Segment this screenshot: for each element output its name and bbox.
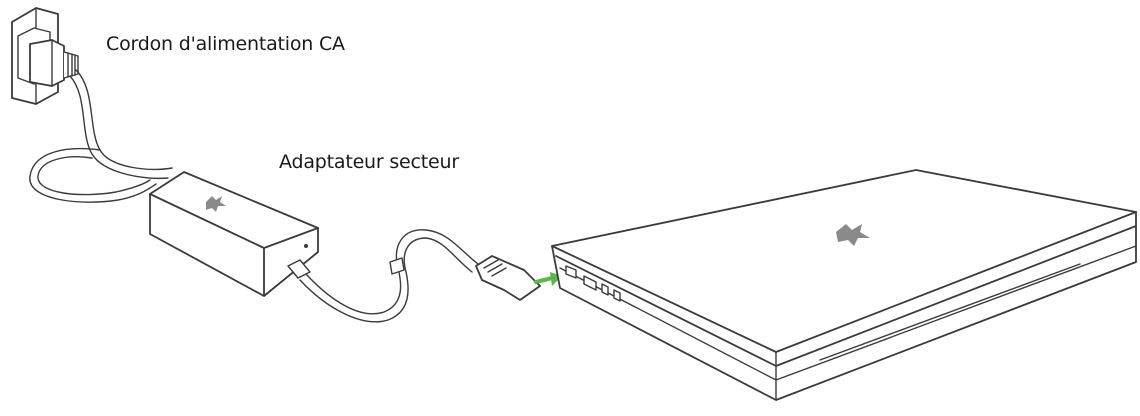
laptop-icon [551, 169, 1137, 401]
razer-logo-icon [836, 224, 870, 246]
ac-power-cord-icon [29, 39, 173, 203]
power-adapter-icon [149, 171, 319, 297]
adapter-label: Adaptateur secteur [279, 151, 459, 173]
power-cord-label: Cordon d'alimentation CA [106, 33, 345, 55]
dc-cable-icon [299, 229, 541, 323]
razer-logo-icon [206, 196, 226, 212]
